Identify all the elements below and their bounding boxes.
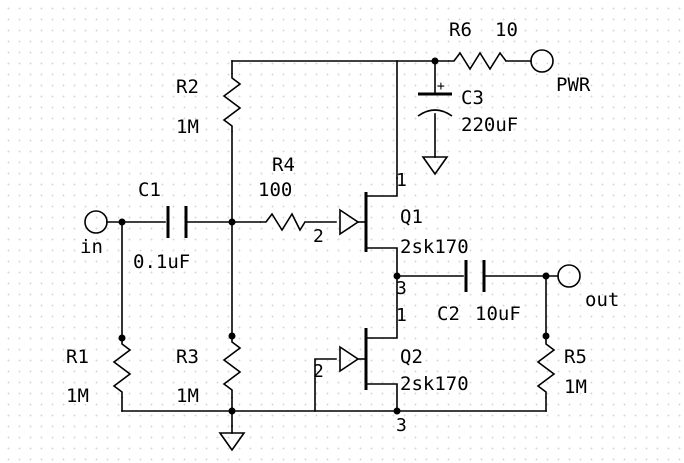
junction-dot [228,218,236,226]
capacitor-c2-symbol [464,260,486,292]
q1-gate-pin: 2 [313,226,324,247]
r6-ref-label: R6 [449,19,472,41]
wire-q2-gate [314,358,337,412]
q2-ref-label: Q2 [400,346,423,368]
r4-ref-label: R4 [272,154,295,176]
junction-dot [542,332,550,340]
c1-value-label: 0.1uF [133,251,190,273]
c2-value-label: 10uF [475,303,521,325]
r2-value-label: 1M [176,116,199,138]
r1-ref-label: R1 [66,346,89,368]
capacitor-c3-symbol [417,92,453,117]
transistor-q2-symbol [339,328,368,390]
r3-ref-label: R3 [176,346,199,368]
c3-value-label: 220uF [461,114,518,136]
resistor-r6-symbol [448,51,507,71]
junction-dot [393,272,401,280]
ground-icon [218,425,246,452]
r3-value-label: 1M [176,385,199,407]
output-port[interactable] [557,264,581,288]
q2-gate-pin: 2 [313,361,324,382]
q1-ref-label: Q1 [400,206,423,228]
power-port-label: PWR [556,74,591,96]
resistor-r2-symbol [222,73,242,132]
r6-value-label: 10 [495,19,518,41]
input-port[interactable] [84,210,108,234]
junction-dot [542,272,550,280]
c3-polarity-mark: + [437,79,445,94]
q1-source-pin: 3 [396,278,407,299]
q2-source-pin: 3 [396,415,407,436]
junction-dot [431,57,439,65]
resistor-r1-symbol [112,338,132,398]
input-port-label: in [80,236,103,258]
c3-ref-label: C3 [461,87,484,109]
resistor-r5-symbol [536,338,556,398]
r4-value-label: 100 [258,179,292,201]
junction-dot [118,218,126,226]
junction-dot [228,407,236,415]
capacitor-c1-symbol [166,206,188,238]
wire-q1-source [367,247,398,339]
q1-drain-pin: 1 [396,170,407,191]
r5-value-label: 1M [564,376,587,398]
output-port-label: out [585,289,619,311]
transistor-q1-symbol [339,192,368,252]
junction-dot [393,407,401,415]
wires [106,60,559,427]
resistor-r4-symbol [260,212,306,232]
ground-icon [421,156,449,176]
r5-ref-label: R5 [564,346,587,368]
q2-value-label: 2sk170 [400,373,469,395]
c2-ref-label: C2 [437,303,460,325]
r1-value-label: 1M [66,385,89,407]
q2-drain-pin: 1 [396,305,407,326]
resistor-r3-symbol [222,336,242,398]
power-port[interactable] [530,49,554,73]
wire-q2-source [367,383,398,412]
wire-q1-drain-leg [367,177,398,197]
r2-ref-label: R2 [176,76,199,98]
q1-value-label: 2sk170 [400,236,469,258]
c1-ref-label: C1 [138,179,161,201]
